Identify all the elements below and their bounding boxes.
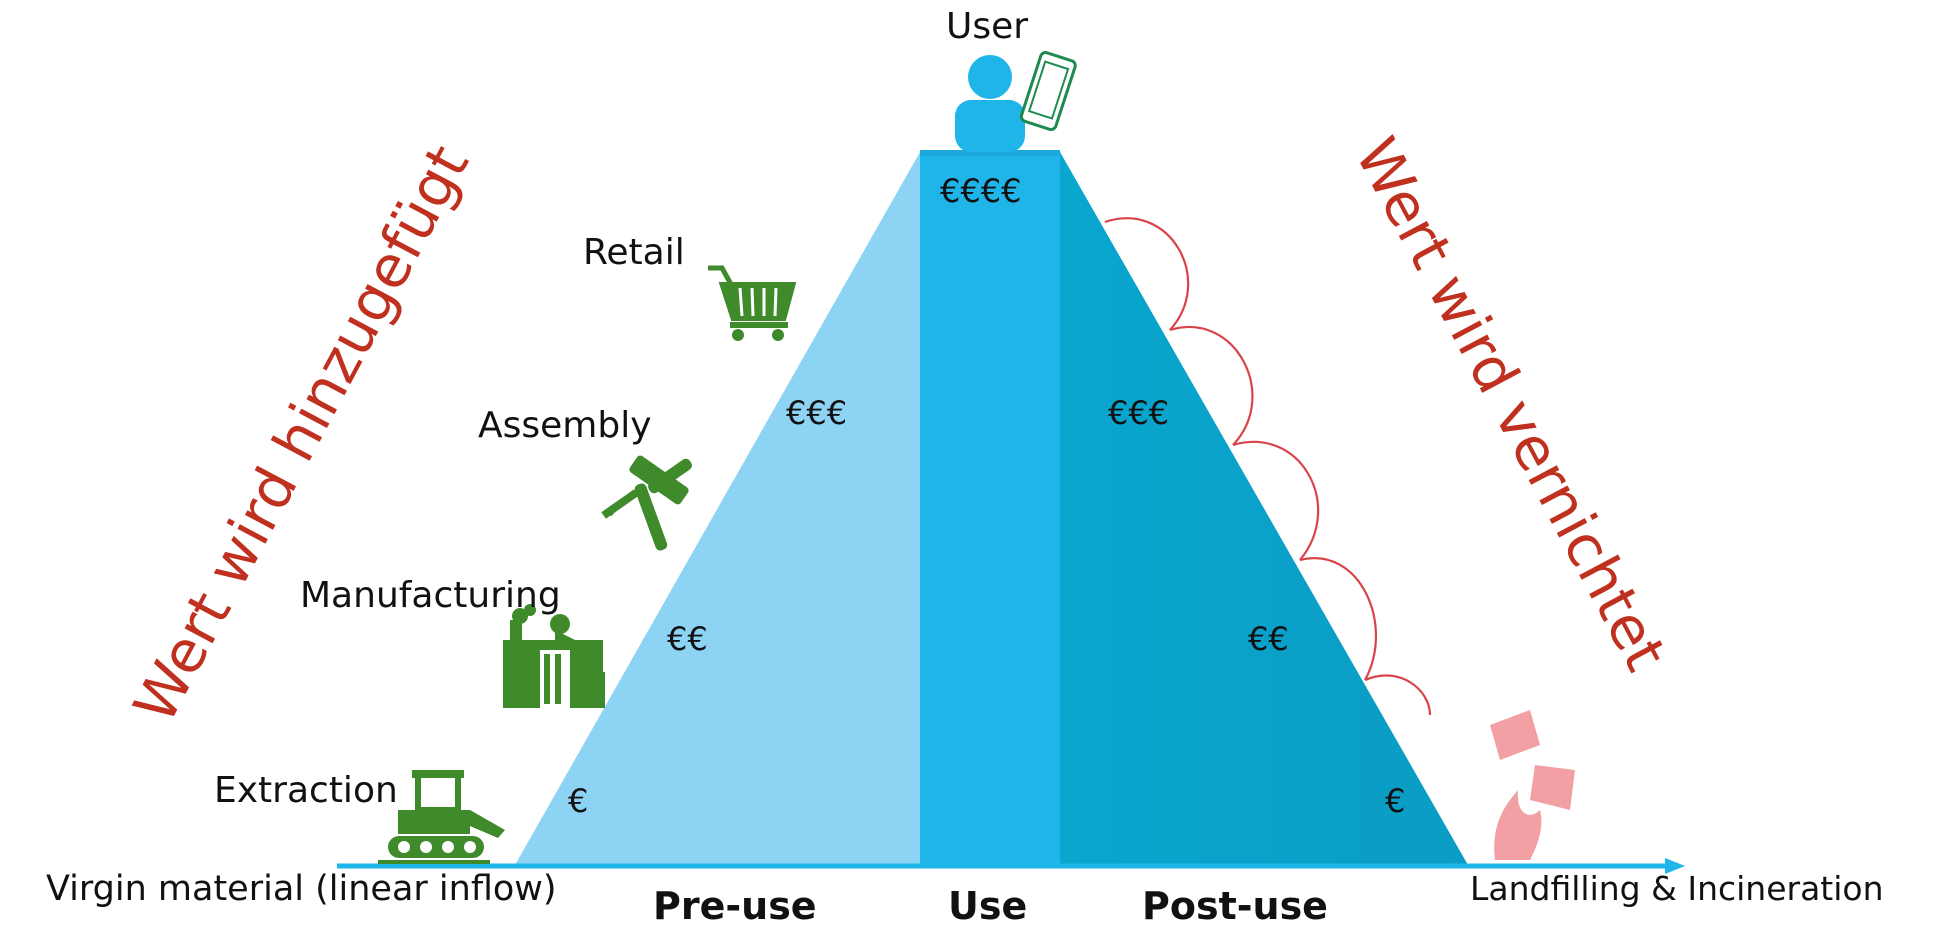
tools-icon [601,455,692,551]
value-right-mid: €€ [1248,620,1289,658]
pre-use-face [515,152,920,865]
use-column [920,152,1060,865]
axis-label-virgin-material: Virgin material (linear inflow) [46,869,557,909]
shopping-cart-icon [708,265,797,341]
stage-label-retail: Retail [583,232,685,273]
axis-label-landfilling: Landfilling & Incineration [1470,869,1884,908]
phone-icon [1019,51,1077,132]
stage-label-assembly: Assembly [478,405,652,446]
phase-label-pre-use: Pre-use [653,884,817,928]
excavator-icon [378,770,505,864]
burning-waste-icon [1490,710,1575,860]
value-left-high: €€€ [786,394,848,432]
value-right-high: €€€ [1108,394,1170,432]
value-loss-loops [1104,217,1432,716]
stage-label-extraction: Extraction [214,770,398,811]
stage-label-user: User [946,6,1029,47]
value-left-low: € [568,782,589,820]
apex-cap [920,150,1060,156]
person-icon [955,55,1025,152]
value-top: €€€€ [940,172,1022,210]
value-right-low: € [1385,782,1406,820]
factory-icon [503,604,605,708]
phase-label-post-use: Post-use [1142,884,1328,928]
stage-label-manufacturing: Manufacturing [300,575,561,616]
value-left-mid: €€ [667,620,708,658]
phase-label-use: Use [948,884,1028,928]
post-use-face [1060,152,1468,865]
flow-arrow-head [1665,858,1685,874]
